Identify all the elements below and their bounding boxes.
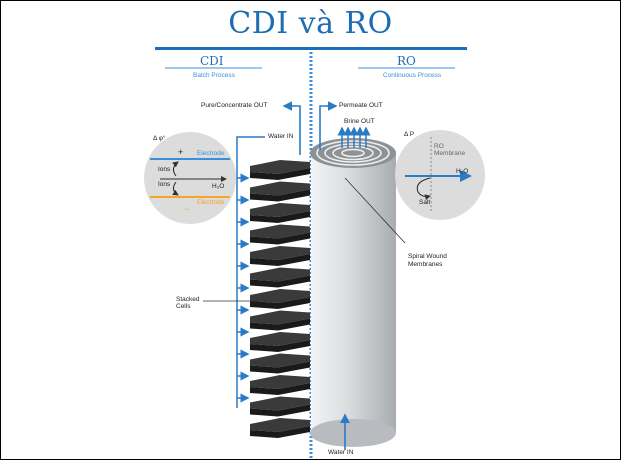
stacked-cell-top: [250, 310, 310, 325]
page-title: CDI và RO: [228, 6, 393, 41]
permeate-out-label: Permeate OUT: [339, 102, 383, 109]
stacked-cell-top: [250, 160, 310, 174]
stacked-cell-top: [250, 332, 310, 346]
stacked-cell-side: [250, 275, 310, 288]
pure-concentrate-out-arrow: [282, 101, 301, 155]
water-in-top-label: Water IN: [268, 133, 294, 140]
stacked-cell-side: [250, 426, 310, 438]
cdi-title: CDI: [200, 54, 224, 68]
stacked-cell-side: [250, 168, 310, 180]
stacked-cell-top: [250, 224, 310, 239]
stacked-cell-side: [250, 254, 310, 266]
stacked-cell-side: [250, 340, 310, 352]
ro-membrane-label: RO Membrane: [434, 143, 466, 157]
cdi-top-electrode-label: Electrode: [197, 150, 225, 157]
ro-cylinder: [310, 138, 396, 447]
ro-h2o-label: H₂O: [456, 168, 469, 175]
brine-out-label: Brine OUT: [344, 118, 375, 125]
stacked-cell-side: [250, 361, 310, 374]
ro-delta-label: Δ P: [404, 131, 415, 138]
stacked-cell-top: [250, 203, 310, 217]
pure-concentrate-out-label: Pure/Concentrate OUT: [201, 102, 268, 109]
stacked-cell-top: [250, 246, 310, 260]
stacked-cell-top: [250, 375, 310, 389]
ro-inset: [395, 130, 485, 220]
stacked-cell-side: [250, 383, 310, 395]
ro-title: RO: [397, 54, 416, 68]
cdi-subtitle: Batch Process: [193, 72, 235, 79]
title-divider: [155, 47, 467, 50]
ro-subtitle: Continuous Process: [383, 72, 442, 79]
permeate-out-arrow: [319, 101, 338, 150]
cdi-stacked-cells: [250, 160, 310, 438]
stacked-cell-top: [250, 267, 310, 282]
cdi-inset: [144, 132, 236, 224]
stacked-cell-top: [250, 396, 310, 411]
cdi-minus-sign: −: [184, 204, 190, 214]
brine-out-arrows: [337, 126, 371, 148]
stacked-cell-top: [250, 418, 310, 432]
stacked-cells-label: Stacked Cells: [176, 296, 200, 310]
cdi-h2o-label: H₂O: [212, 183, 225, 190]
stacked-cell-side: [250, 232, 310, 245]
cdi-bottom-electrode-label: Electrode: [197, 199, 225, 206]
stacked-cell-side: [250, 189, 310, 202]
spiral-wound-label: Spiral Wound Membranes: [408, 253, 447, 268]
cdi-ions-label-1: Ions: [158, 166, 171, 173]
cdi-plus-sign: +: [178, 147, 184, 157]
ro-salt-label: Salt: [419, 199, 431, 206]
stacked-cell-side: [250, 211, 310, 223]
stacked-cell-side: [250, 404, 310, 417]
cdi-delta-label: Δ φ°: [153, 135, 166, 142]
cdi-ions-label-2: Ions: [158, 181, 171, 188]
stacked-cell-top: [250, 353, 310, 368]
stacked-cell-side: [250, 318, 310, 331]
stacked-cell-top: [250, 181, 310, 196]
cdi-water-in-manifold: [236, 136, 265, 408]
stacked-cell-side: [250, 297, 310, 309]
spiral-wound-leader: [344, 177, 406, 244]
stacked-cell-top: [250, 289, 310, 303]
water-in-bottom-label: Water IN: [328, 449, 354, 456]
